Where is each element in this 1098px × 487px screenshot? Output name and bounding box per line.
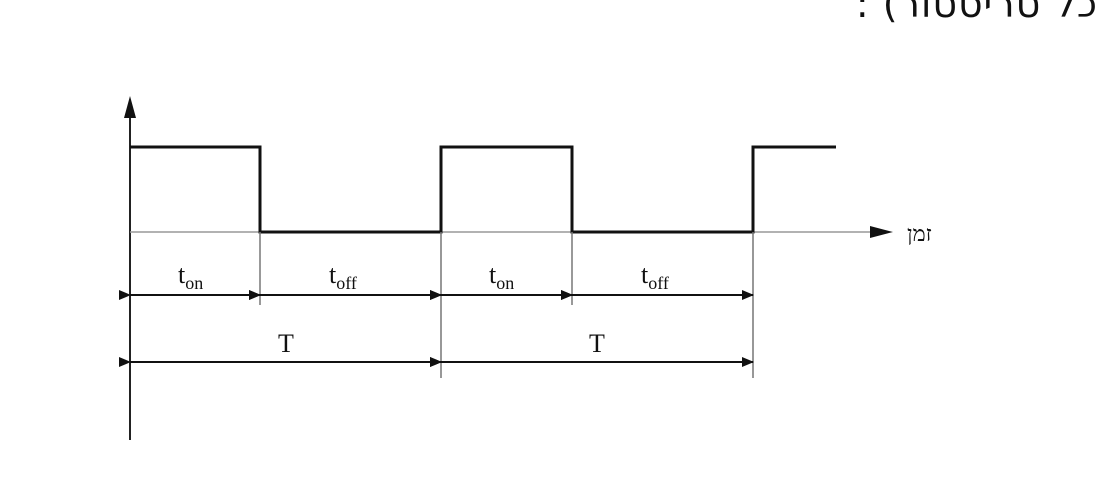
- time-axis: [130, 226, 893, 238]
- t-on-label-1: ton: [178, 260, 203, 293]
- caption-text: כל טריסטור) :: [855, 0, 1098, 26]
- period-label-2: T: [589, 329, 605, 358]
- vertical-axis: [124, 96, 136, 440]
- time-axis-label: זמן: [907, 222, 932, 247]
- guide-lines: [259, 232, 754, 378]
- pulse-waveform: [130, 145, 836, 234]
- t-off-label-2: toff: [641, 260, 669, 293]
- t-off-label-1: toff: [329, 260, 357, 293]
- t-on-label-2: ton: [489, 260, 514, 293]
- period-label-1: T: [278, 329, 294, 358]
